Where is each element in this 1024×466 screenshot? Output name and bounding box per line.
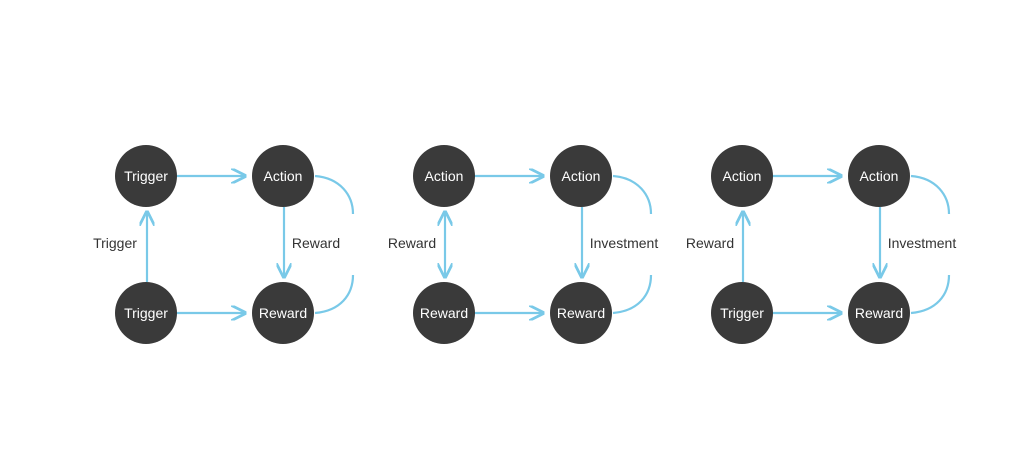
- node-top-right-label: Action: [264, 168, 303, 184]
- node-bottom-right: Reward: [252, 282, 314, 344]
- node-top-right: Action: [550, 145, 612, 207]
- edge-left-label: Reward: [388, 235, 436, 251]
- node-bottom-left-label: Trigger: [720, 305, 764, 321]
- feedback-arc-top: [314, 174, 355, 215]
- node-bottom-right: Reward: [848, 282, 910, 344]
- node-bottom-right-label: Reward: [557, 305, 605, 321]
- feedback-arc-top: [612, 174, 653, 215]
- edge-left-label: Trigger: [93, 235, 137, 251]
- node-top-left-label: Action: [723, 168, 762, 184]
- feedback-arc-bottom: [910, 274, 951, 315]
- node-top-left: Action: [413, 145, 475, 207]
- edge-right-label: Investment: [590, 235, 659, 251]
- node-top-right: Action: [252, 145, 314, 207]
- loop-diagram-2: Reward Investment Action Action Reward R…: [388, 145, 658, 344]
- node-bottom-left: Reward: [413, 282, 475, 344]
- node-top-left: Trigger: [115, 145, 177, 207]
- edge-left-label: Reward: [686, 235, 734, 251]
- feedback-arc-bottom: [314, 274, 355, 315]
- feedback-arc-bottom: [612, 274, 653, 315]
- node-bottom-left-label: Trigger: [124, 305, 168, 321]
- node-bottom-left-label: Reward: [420, 305, 468, 321]
- loop-diagram-3: Reward Investment Action Action Trigger …: [686, 145, 956, 344]
- node-top-left-label: Action: [425, 168, 464, 184]
- node-bottom-left: Trigger: [115, 282, 177, 344]
- loop-diagram-1: Trigger Reward Trigger Action Trigger Re…: [93, 145, 355, 344]
- edge-right-label: Reward: [292, 235, 340, 251]
- node-top-left: Action: [711, 145, 773, 207]
- node-bottom-left: Trigger: [711, 282, 773, 344]
- node-top-right-label: Action: [562, 168, 601, 184]
- edge-right-label: Investment: [888, 235, 957, 251]
- node-top-right: Action: [848, 145, 910, 207]
- node-top-left-label: Trigger: [124, 168, 168, 184]
- node-bottom-right-label: Reward: [855, 305, 903, 321]
- node-top-right-label: Action: [860, 168, 899, 184]
- node-bottom-right: Reward: [550, 282, 612, 344]
- node-bottom-right-label: Reward: [259, 305, 307, 321]
- feedback-arc-top: [910, 174, 951, 215]
